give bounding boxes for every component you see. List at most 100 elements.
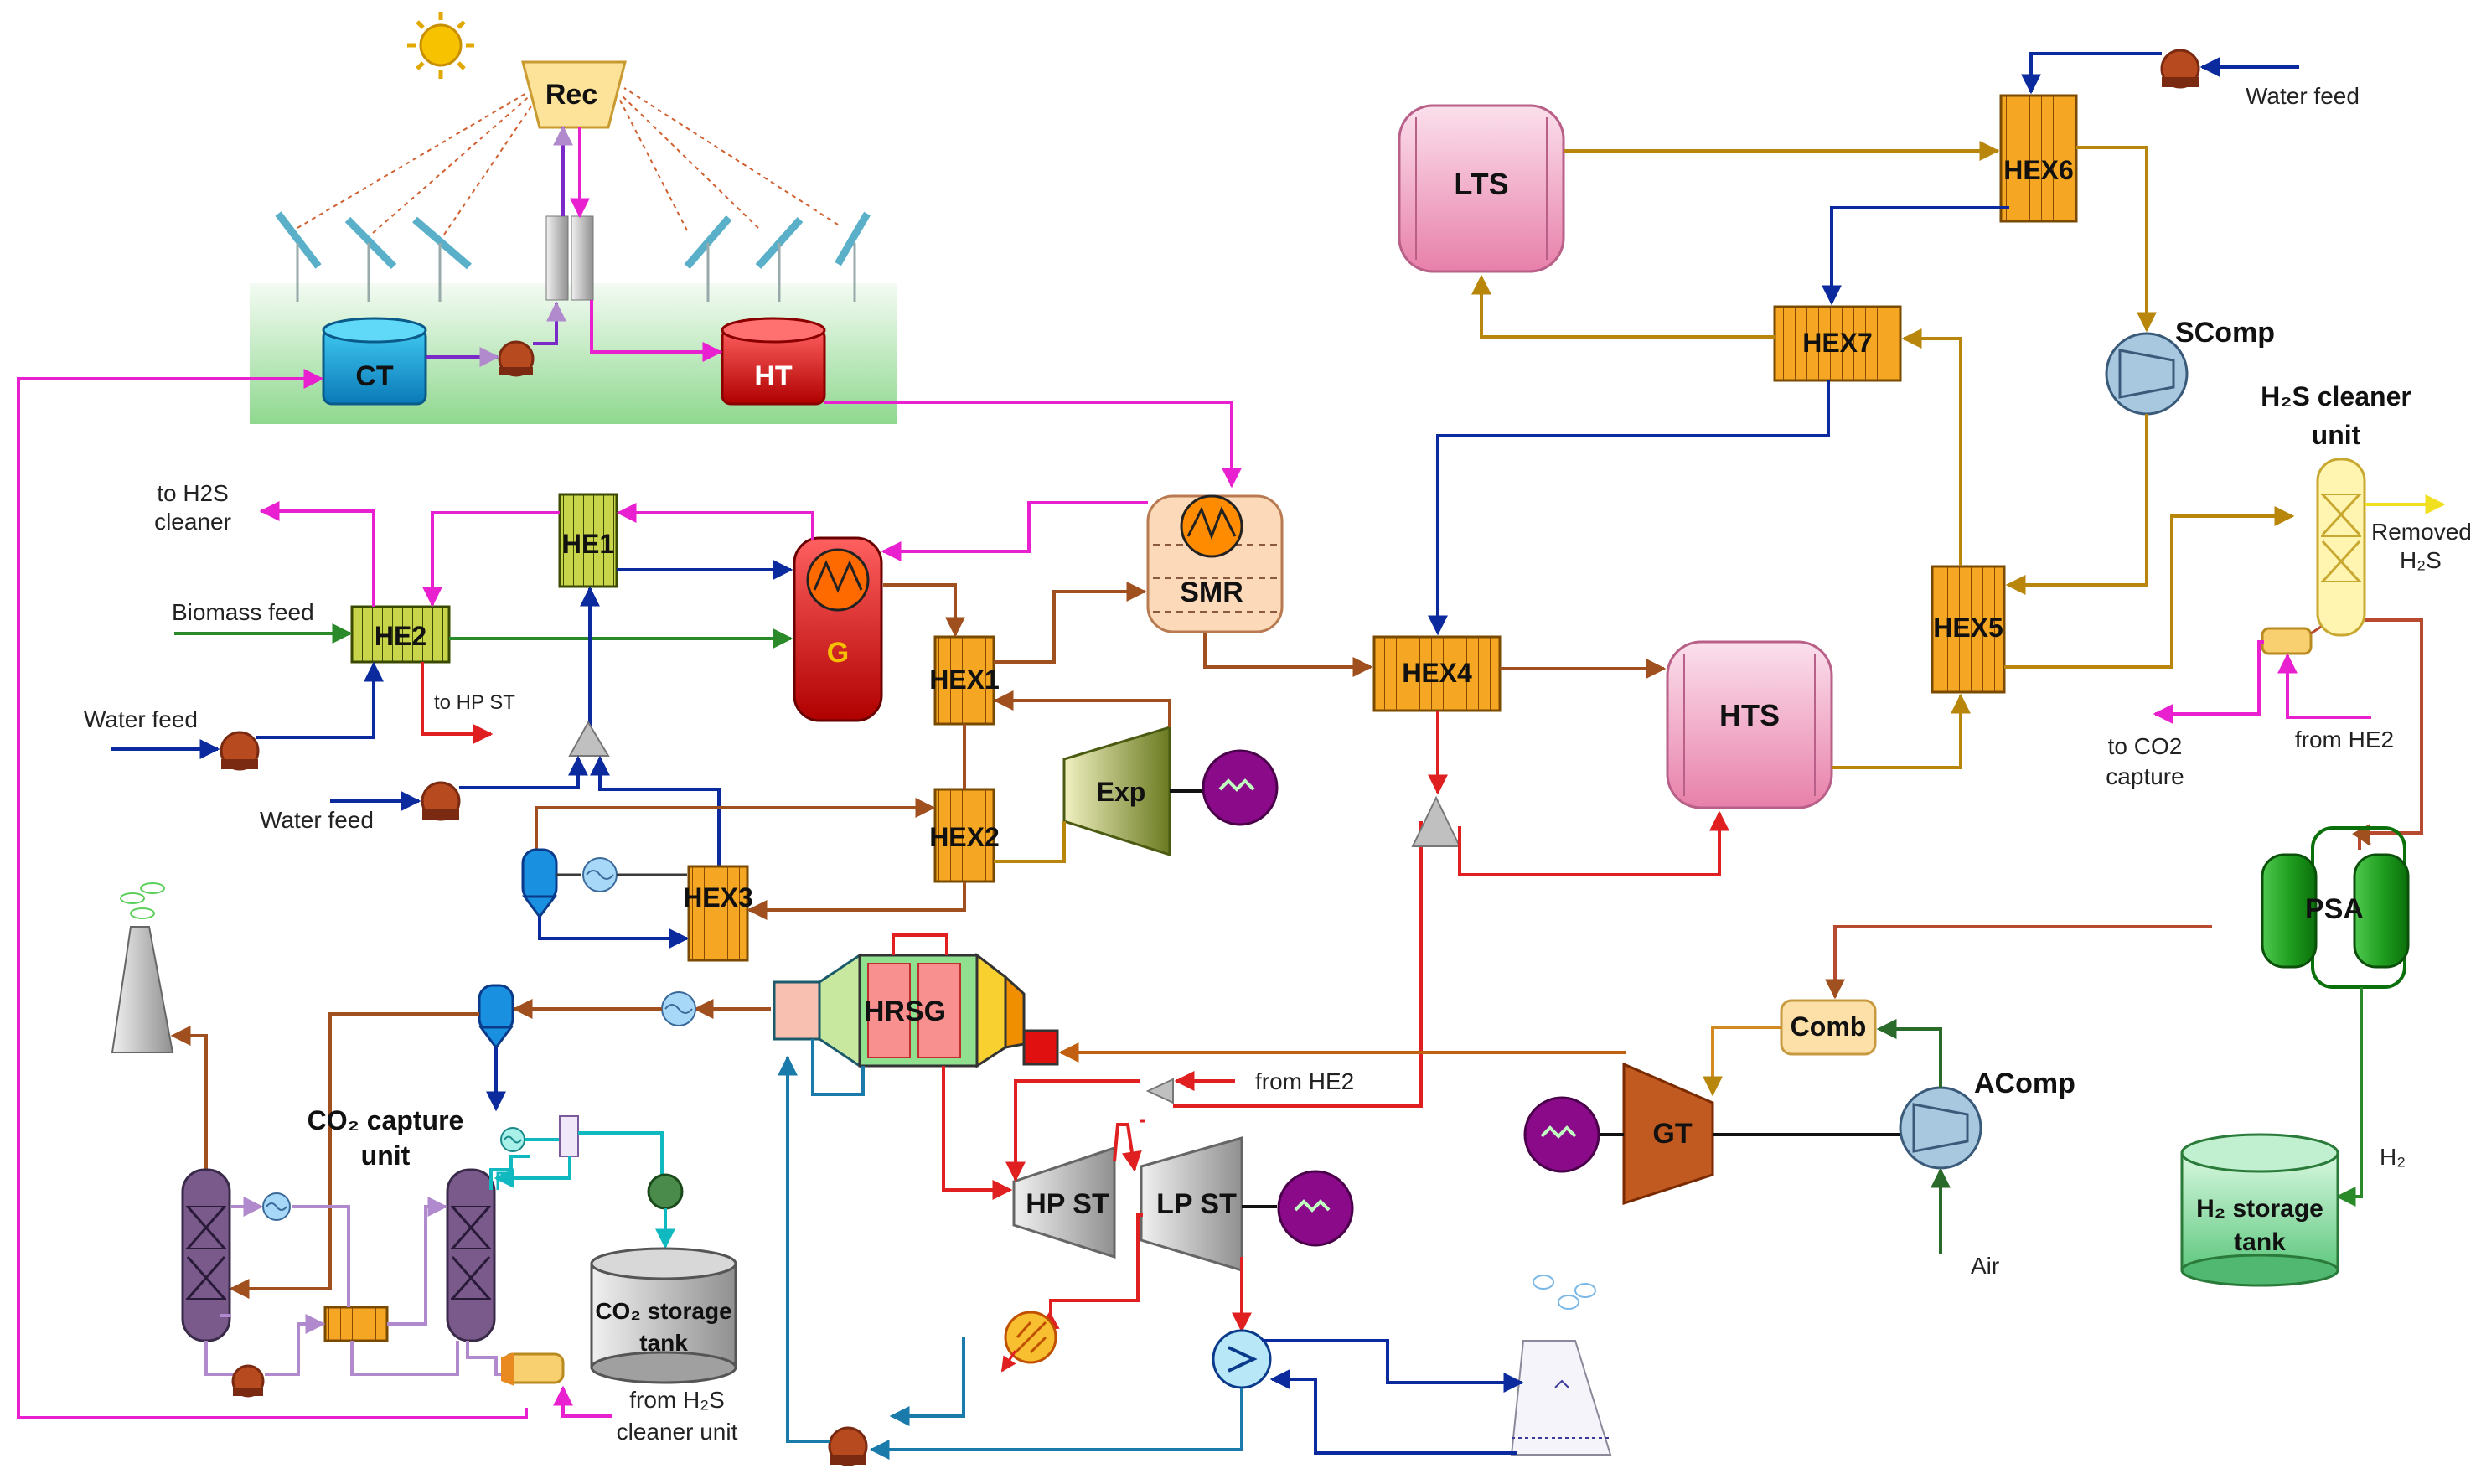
generator-icon <box>1523 1096 1600 1173</box>
from-h2s-cleaner-label-2: cleaner unit <box>617 1419 738 1445</box>
co2-storage-title: CO₂ storage <box>595 1298 731 1324</box>
generator-icon <box>1202 749 1279 826</box>
hex7-label: HEX7 <box>1802 328 1873 358</box>
stack-icon <box>111 882 174 1053</box>
to-hp-st-label: to HP ST <box>434 691 515 714</box>
flash-drum-icon <box>521 848 558 919</box>
h2s-cleaner-title: H₂S cleaner <box>2261 381 2411 411</box>
lp-steam-turbine: LP ST <box>1140 1136 1243 1273</box>
receiver-tower <box>545 215 594 301</box>
lts-reactor: LTS <box>1398 104 1565 273</box>
hts-label: HTS <box>1719 698 1780 732</box>
hex2-exchanger: HEX2 <box>929 788 1000 883</box>
heliostat-mirrors <box>275 211 871 270</box>
cooling-tower-icon <box>1510 1275 1612 1456</box>
co2-capture-title: CO₂ capture <box>308 1105 464 1135</box>
scomp-label: SComp <box>2175 317 2275 349</box>
from-he2-mid-label: from HE2 <box>1255 1068 1354 1094</box>
removed-h2s-label-2: H₂S <box>2400 547 2442 573</box>
water-feed-top-label: Water feed <box>2246 83 2360 109</box>
g-label: G <box>827 637 849 669</box>
lean-rich-exchanger <box>323 1306 389 1342</box>
hex3-exchanger: HEX3 <box>683 865 753 962</box>
pump-icon <box>220 731 260 771</box>
pump-icon <box>828 1426 868 1466</box>
lts-label: LTS <box>1454 167 1508 201</box>
comb-label: Comb <box>1791 1011 1867 1042</box>
cold-tank: CT <box>322 317 427 406</box>
hex5-exchanger: HEX5 <box>1931 565 2006 694</box>
cooler-icon <box>661 991 696 1026</box>
rec-label: Rec <box>545 79 597 111</box>
gt-label: GT <box>1652 1118 1692 1150</box>
from-he2-right-label: from HE2 <box>2295 726 2394 752</box>
stripper-column <box>446 1168 496 1342</box>
hex4-exchanger: HEX4 <box>1372 635 1502 712</box>
hex4-label: HEX4 <box>1402 658 1472 688</box>
exp-label: Exp <box>1097 777 1146 807</box>
condenser-icon <box>1212 1329 1272 1389</box>
hrsg: HRSG <box>773 952 1059 1068</box>
hex3-label: HEX3 <box>683 882 753 913</box>
hex1-exchanger: HEX1 <box>929 635 1000 726</box>
h2-label: H₂ <box>2380 1144 2406 1170</box>
heater-icon <box>1004 1311 1057 1364</box>
generator-icon <box>1277 1170 1354 1247</box>
he2-exchanger: HE2 <box>350 605 451 664</box>
h2-storage-tank: H₂ storage tank <box>2180 1133 2339 1287</box>
expander: Exp <box>1062 725 1171 857</box>
gas-turbine: GT <box>1622 1062 1714 1206</box>
reboiler-icon <box>2261 627 2313 655</box>
flash-drum-icon <box>478 984 514 1050</box>
h2s-cleaner-unit <box>2316 458 2366 637</box>
hex6-exchanger: HEX6 <box>1999 94 2078 223</box>
smr-label: SMR <box>1180 577 1243 608</box>
cooler-icon <box>262 1192 291 1221</box>
combustor: Comb <box>1780 999 1877 1056</box>
splitter-icon <box>1145 1078 1174 1104</box>
hp-steam-turbine: HP ST <box>1012 1145 1116 1259</box>
smr-reactor: SMR <box>1146 494 1284 633</box>
lp-st-label: LP ST <box>1156 1188 1237 1220</box>
compressor-small-icon <box>647 1173 684 1210</box>
hex7-exchanger: HEX7 <box>1773 305 1902 382</box>
syngas-compressor <box>2105 332 2189 416</box>
water-feed-left-label: Water feed <box>84 706 198 732</box>
pump-icon <box>421 781 461 821</box>
h2s-cleaner-unit-label: unit <box>2312 420 2361 450</box>
receiver: Rec <box>521 60 627 129</box>
cooler-icon <box>500 1127 525 1152</box>
air-compressor <box>1899 1086 1982 1170</box>
hex1-label: HEX1 <box>929 664 1000 695</box>
biomass-feed-label: Biomass feed <box>172 599 314 625</box>
pump-icon <box>231 1364 265 1398</box>
acomp-label: AComp <box>1974 1068 2075 1099</box>
water-feed-mid-label: Water feed <box>260 807 374 833</box>
co2-storage-tank-label: tank <box>639 1330 688 1356</box>
h2-storage-title: H₂ storage <box>2196 1195 2323 1223</box>
reboiler-icon <box>501 1352 565 1386</box>
hex2-label: HEX2 <box>929 822 1000 852</box>
psa-unit: PSA <box>2261 826 2410 989</box>
hrsg-label: HRSG <box>864 995 946 1027</box>
gasifier: G <box>793 536 883 722</box>
hex5-label: HEX5 <box>1933 613 2003 643</box>
to-h2s-cleaner-label: to H2S <box>157 480 229 506</box>
from-h2s-cleaner-label: from H₂S <box>629 1387 725 1413</box>
sun-icon <box>407 12 474 79</box>
hp-st-label: HP ST <box>1026 1188 1109 1220</box>
cooler-icon <box>582 857 618 892</box>
ct-label: CT <box>355 360 394 392</box>
to-co2-capture-label: to CO2 <box>2108 733 2183 759</box>
splitter-right <box>1411 795 1461 847</box>
salt-pump-icon <box>498 340 535 377</box>
hex6-label: HEX6 <box>2003 155 2074 185</box>
air-label: Air <box>1971 1253 1999 1279</box>
hts-reactor: HTS <box>1666 640 1833 809</box>
to-h2s-cleaner-label-2: cleaner <box>154 509 231 535</box>
splitter-left <box>568 720 610 757</box>
ht-label: HT <box>754 360 793 392</box>
co2-capture-unit-label: unit <box>361 1140 411 1171</box>
h2-storage-tank-label: tank <box>2234 1228 2286 1256</box>
